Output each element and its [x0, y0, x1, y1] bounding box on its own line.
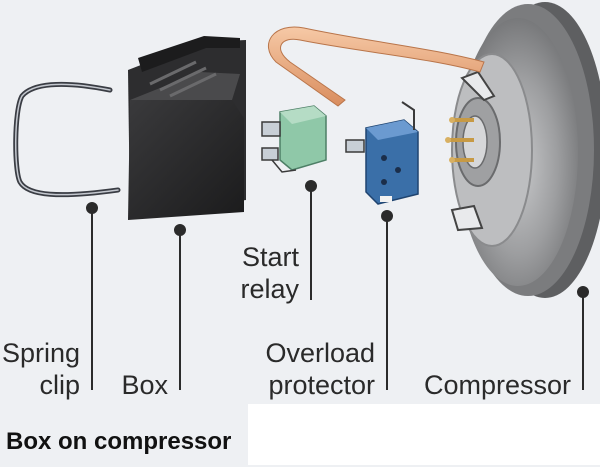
- refrigerant-tube: [267, 26, 485, 107]
- label-start-relay-line2: relay: [240, 274, 299, 304]
- caption-body: [0, 455, 600, 467]
- terminal-box: [128, 36, 246, 220]
- label-spring-clip-line1: Spring: [1, 338, 80, 368]
- spring-clip-highlight: [15, 83, 119, 196]
- label-overload-line2: protector: [268, 370, 375, 400]
- caption-background: [248, 404, 600, 465]
- overload-protector: [345, 101, 419, 205]
- start-relay: [261, 105, 327, 173]
- label-box: Box: [121, 370, 168, 400]
- label-compressor: Compressor: [423, 370, 571, 400]
- compressor-clip-brackets: [450, 70, 496, 232]
- compressor: [451, 2, 600, 298]
- caption-heading: Box on compressor: [6, 428, 232, 455]
- label-start-relay-line1: Start: [241, 242, 299, 272]
- label-overload-line1: Overload: [265, 338, 375, 368]
- label-spring-clip-line2: clip: [39, 370, 80, 400]
- compressor-terminal-pins: [445, 117, 474, 163]
- spring-clip: [13, 81, 121, 198]
- leader-lines: [86, 180, 589, 390]
